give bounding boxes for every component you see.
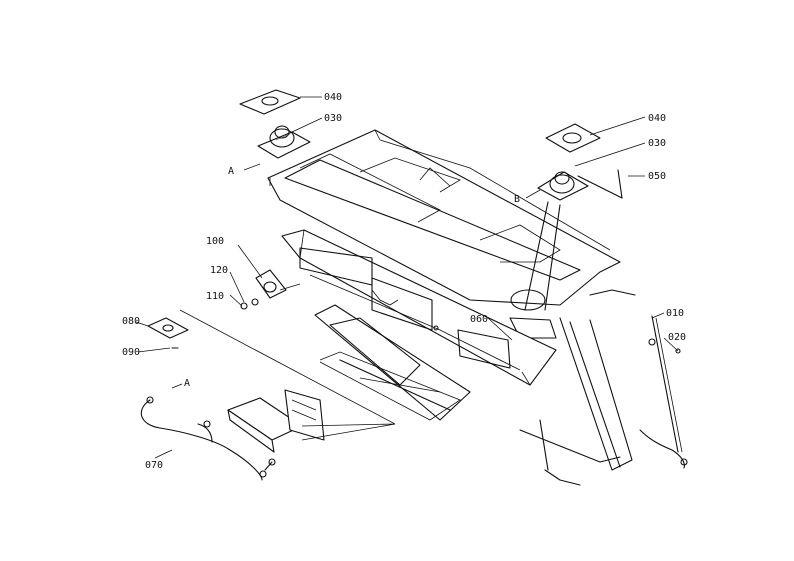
lower-tray <box>314 304 471 421</box>
label-a-bottom: A <box>184 378 190 389</box>
label-090: 090 <box>122 347 140 358</box>
label-010: 010 <box>666 308 684 319</box>
label-020: 020 <box>668 332 686 343</box>
label-050: 050 <box>648 171 666 182</box>
label-a-top: A <box>228 166 234 177</box>
speaker-030-right <box>524 123 623 311</box>
label-080: 080 <box>122 316 140 327</box>
antenna-010 <box>639 315 688 469</box>
cable-harness <box>140 396 276 481</box>
label-060: 060 <box>470 314 488 325</box>
part-100-light <box>240 269 287 310</box>
label-120: 120 <box>210 265 228 276</box>
leader-lines <box>135 96 679 459</box>
label-040-right: 040 <box>648 113 666 124</box>
label-110: 110 <box>206 291 224 302</box>
part-080-bracket <box>147 317 189 349</box>
label-070: 070 <box>145 460 163 471</box>
label-100: 100 <box>206 236 224 247</box>
label-b: B <box>514 194 520 205</box>
radio-unit <box>227 389 396 453</box>
label-030-left: 030 <box>324 113 342 124</box>
label-040-left: 040 <box>324 92 342 103</box>
label-030-right: 030 <box>648 138 666 149</box>
right-frame <box>519 289 636 486</box>
speaker-030-left <box>239 89 311 159</box>
console-frame <box>281 229 557 386</box>
